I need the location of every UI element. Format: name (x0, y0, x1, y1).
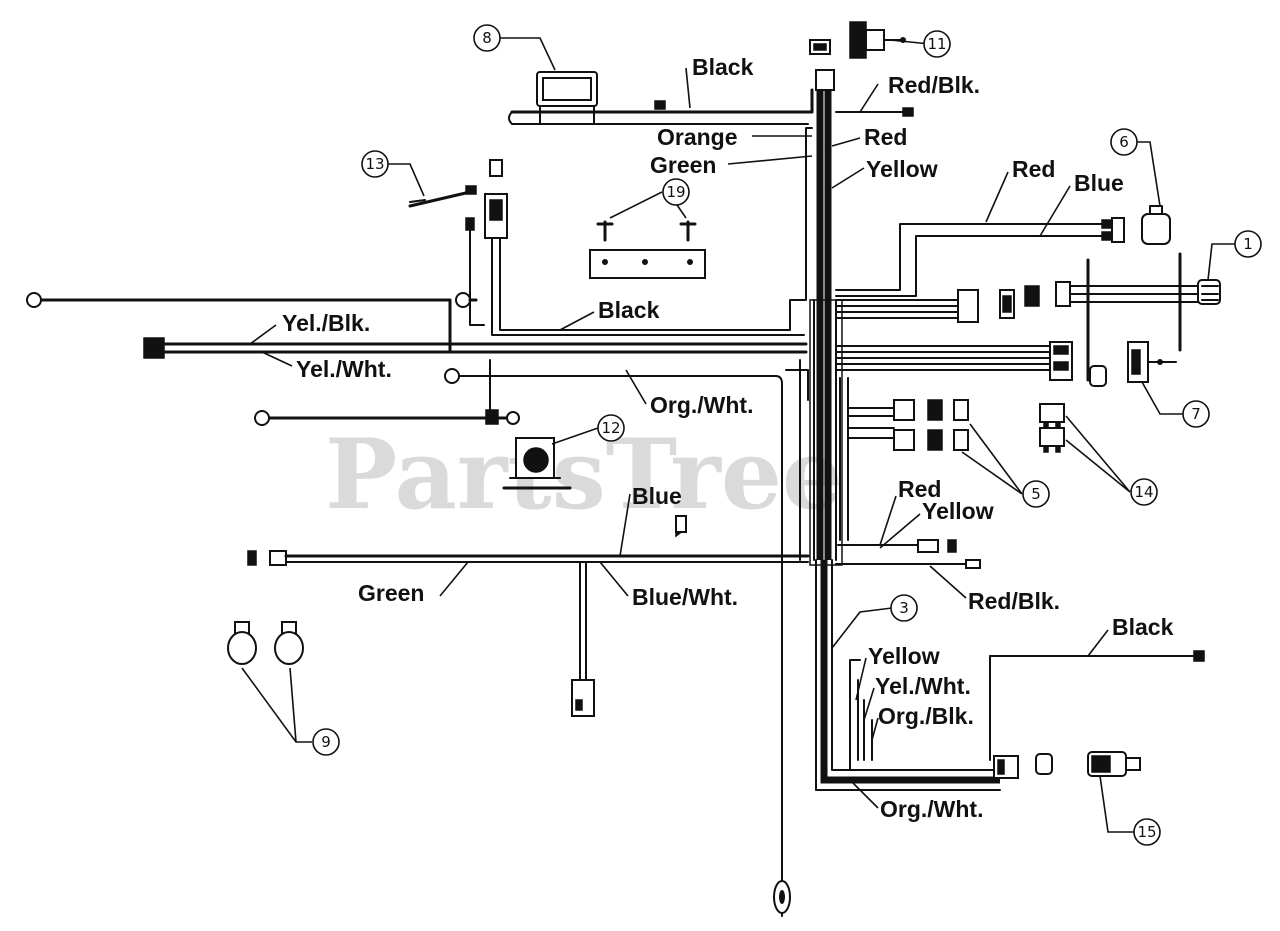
trunk-top-connector (815, 69, 835, 91)
part-14-components (1039, 403, 1065, 453)
svg-text:3: 3 (899, 599, 909, 617)
callout-9: 9 (312, 728, 340, 756)
label-green-bottom: Green (358, 580, 424, 606)
svg-text:6: 6 (1119, 133, 1129, 151)
label-org-wht-bottom: Org./Wht. (880, 796, 983, 822)
label-yellow-top: Yellow (866, 156, 938, 182)
label-yellow-bottom: Yellow (868, 643, 940, 669)
part-19-bracket (589, 220, 706, 279)
part-12-component (502, 437, 572, 490)
ring-terminal-left-top (26, 292, 42, 308)
callout-8: 8 (473, 24, 501, 52)
right-upper-branch (835, 205, 1171, 323)
label-blue-wht: Blue/Wht. (632, 584, 738, 610)
label-green-top: Green (650, 152, 716, 178)
callout-14: 14 (1130, 478, 1158, 506)
part-5-components (839, 377, 969, 541)
label-org-blk: Org./Blk. (878, 703, 974, 729)
callout-5: 5 (1022, 480, 1050, 508)
orange-green-loop (484, 127, 813, 336)
left-branches (26, 292, 809, 917)
part-7-component (835, 341, 1177, 387)
label-black-mid: Black (598, 297, 660, 323)
harness-connector-right (957, 289, 979, 323)
callout-12: 12 (597, 414, 625, 442)
label-orange: Orange (657, 124, 738, 150)
label-blue-mid: Blue (632, 483, 682, 509)
label-red-blk-top: Red/Blk. (888, 72, 980, 98)
label-red-right: Red (1012, 156, 1055, 182)
callout-3: 3 (890, 594, 918, 622)
part-13-component (408, 185, 485, 326)
svg-text:12: 12 (601, 419, 620, 437)
main-harness-trunk (809, 69, 1001, 791)
label-yel-wht-left: Yel./Wht. (296, 356, 392, 382)
label-yel-wht-bottom: Yel./Wht. (875, 673, 971, 699)
callout-11: 11 (923, 30, 951, 58)
svg-text:7: 7 (1191, 405, 1201, 423)
svg-text:15: 15 (1137, 823, 1156, 841)
callout-19: 19 (662, 178, 690, 206)
top-branch-black (508, 71, 914, 125)
label-red-blk-bottom: Red/Blk. (968, 588, 1060, 614)
label-blue-right: Blue (1074, 170, 1124, 196)
svg-text:8: 8 (482, 29, 492, 47)
red-blk-terminal (902, 107, 914, 117)
watermark: PartsTree (325, 418, 843, 531)
label-black-bottom: Black (1112, 614, 1174, 640)
part-9-bulbs (227, 621, 304, 665)
svg-text:9: 9 (321, 733, 331, 751)
left-plug-connector (143, 337, 165, 359)
label-black-top: Black (692, 54, 754, 80)
mid-right-branch (835, 539, 981, 569)
svg-text:1: 1 (1243, 235, 1253, 253)
svg-text:19: 19 (666, 183, 685, 201)
svg-text:13: 13 (365, 155, 384, 173)
lower-green-blue (247, 515, 810, 717)
callout-6: 6 (1110, 128, 1138, 156)
label-red-mid: Red (898, 476, 941, 502)
label-yel-blk: Yel./Blk. (282, 310, 370, 336)
label-yellow-mid: Yellow (922, 498, 994, 524)
part-1-component (1055, 252, 1221, 382)
callout-1: 1 (1234, 230, 1262, 258)
svg-text:14: 14 (1134, 483, 1153, 501)
label-red-top: Red (864, 124, 907, 150)
svg-text:11: 11 (927, 35, 946, 53)
callout-7: 7 (1182, 400, 1210, 428)
part-6-component (1141, 213, 1171, 245)
callout-13: 13 (361, 150, 389, 178)
label-org-wht-mid: Org./Wht. (650, 392, 753, 418)
callout-15: 15 (1133, 818, 1161, 846)
lower-right-branch (849, 650, 1205, 779)
svg-text:5: 5 (1031, 485, 1041, 503)
